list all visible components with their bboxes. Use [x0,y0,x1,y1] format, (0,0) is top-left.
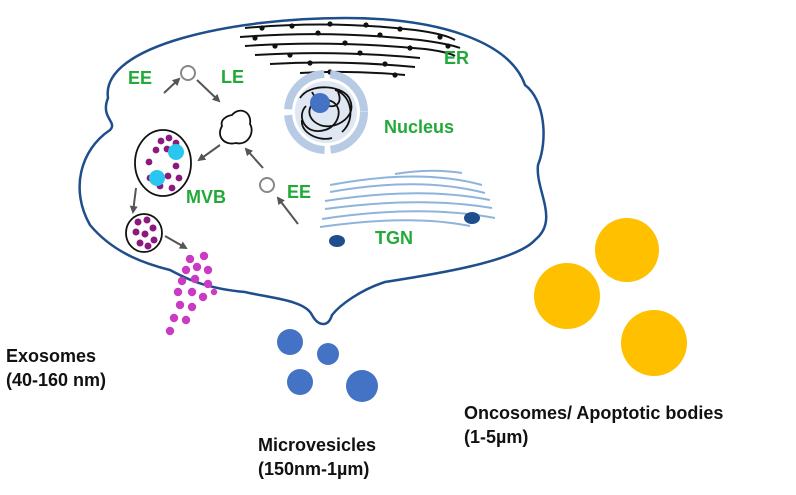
exosomes [165,251,218,336]
label-ee-mid: EE [287,182,312,202]
trafficking-arrows [129,77,299,249]
microvesicles-name: Microvesicles [258,435,377,455]
er-ribosomes [252,21,451,78]
cell-membrane [78,16,548,326]
oncosomes [534,218,687,376]
oncosomes-name: Oncosomes/ Apoptotic bodies [464,403,724,423]
intraluminal-vesicle [168,144,184,160]
tgn-vesicle [329,235,345,247]
oncosomes-size: (1-5µm) [464,427,529,447]
endoplasmic-reticulum [239,23,461,76]
microvesicles-size: (150nm-1µm) [258,459,370,479]
nucleus [284,70,368,154]
label-er: ER [444,48,470,68]
exosomes-name: Exosomes [6,346,97,366]
label-nucleus: Nucleus [384,117,455,137]
nucleolus [310,93,330,113]
tgn-vesicle [464,212,480,224]
golgi-apparatus [319,169,496,228]
label-exosomes: Exosomes (40-160 nm) [6,344,106,392]
chromatin [299,86,353,140]
late-endosome [219,109,253,145]
exosomes-size: (40-160 nm) [6,370,107,390]
label-tgn: TGN [375,228,413,248]
label-mvb: MVB [186,187,226,207]
mvb-secretory-cargo [132,216,158,250]
intraluminal-vesicle [149,170,165,186]
label-oncosomes: Oncosomes/ Apoptotic bodies (1-5µm) [464,401,723,449]
early-endosome-top [180,65,196,81]
label-le: LE [221,67,245,87]
label-ee-top: EE [128,68,153,88]
microvesicles [277,329,378,402]
label-microvesicles: Microvesicles (150nm-1µm) [258,433,376,481]
early-endosome-mid [259,177,275,193]
